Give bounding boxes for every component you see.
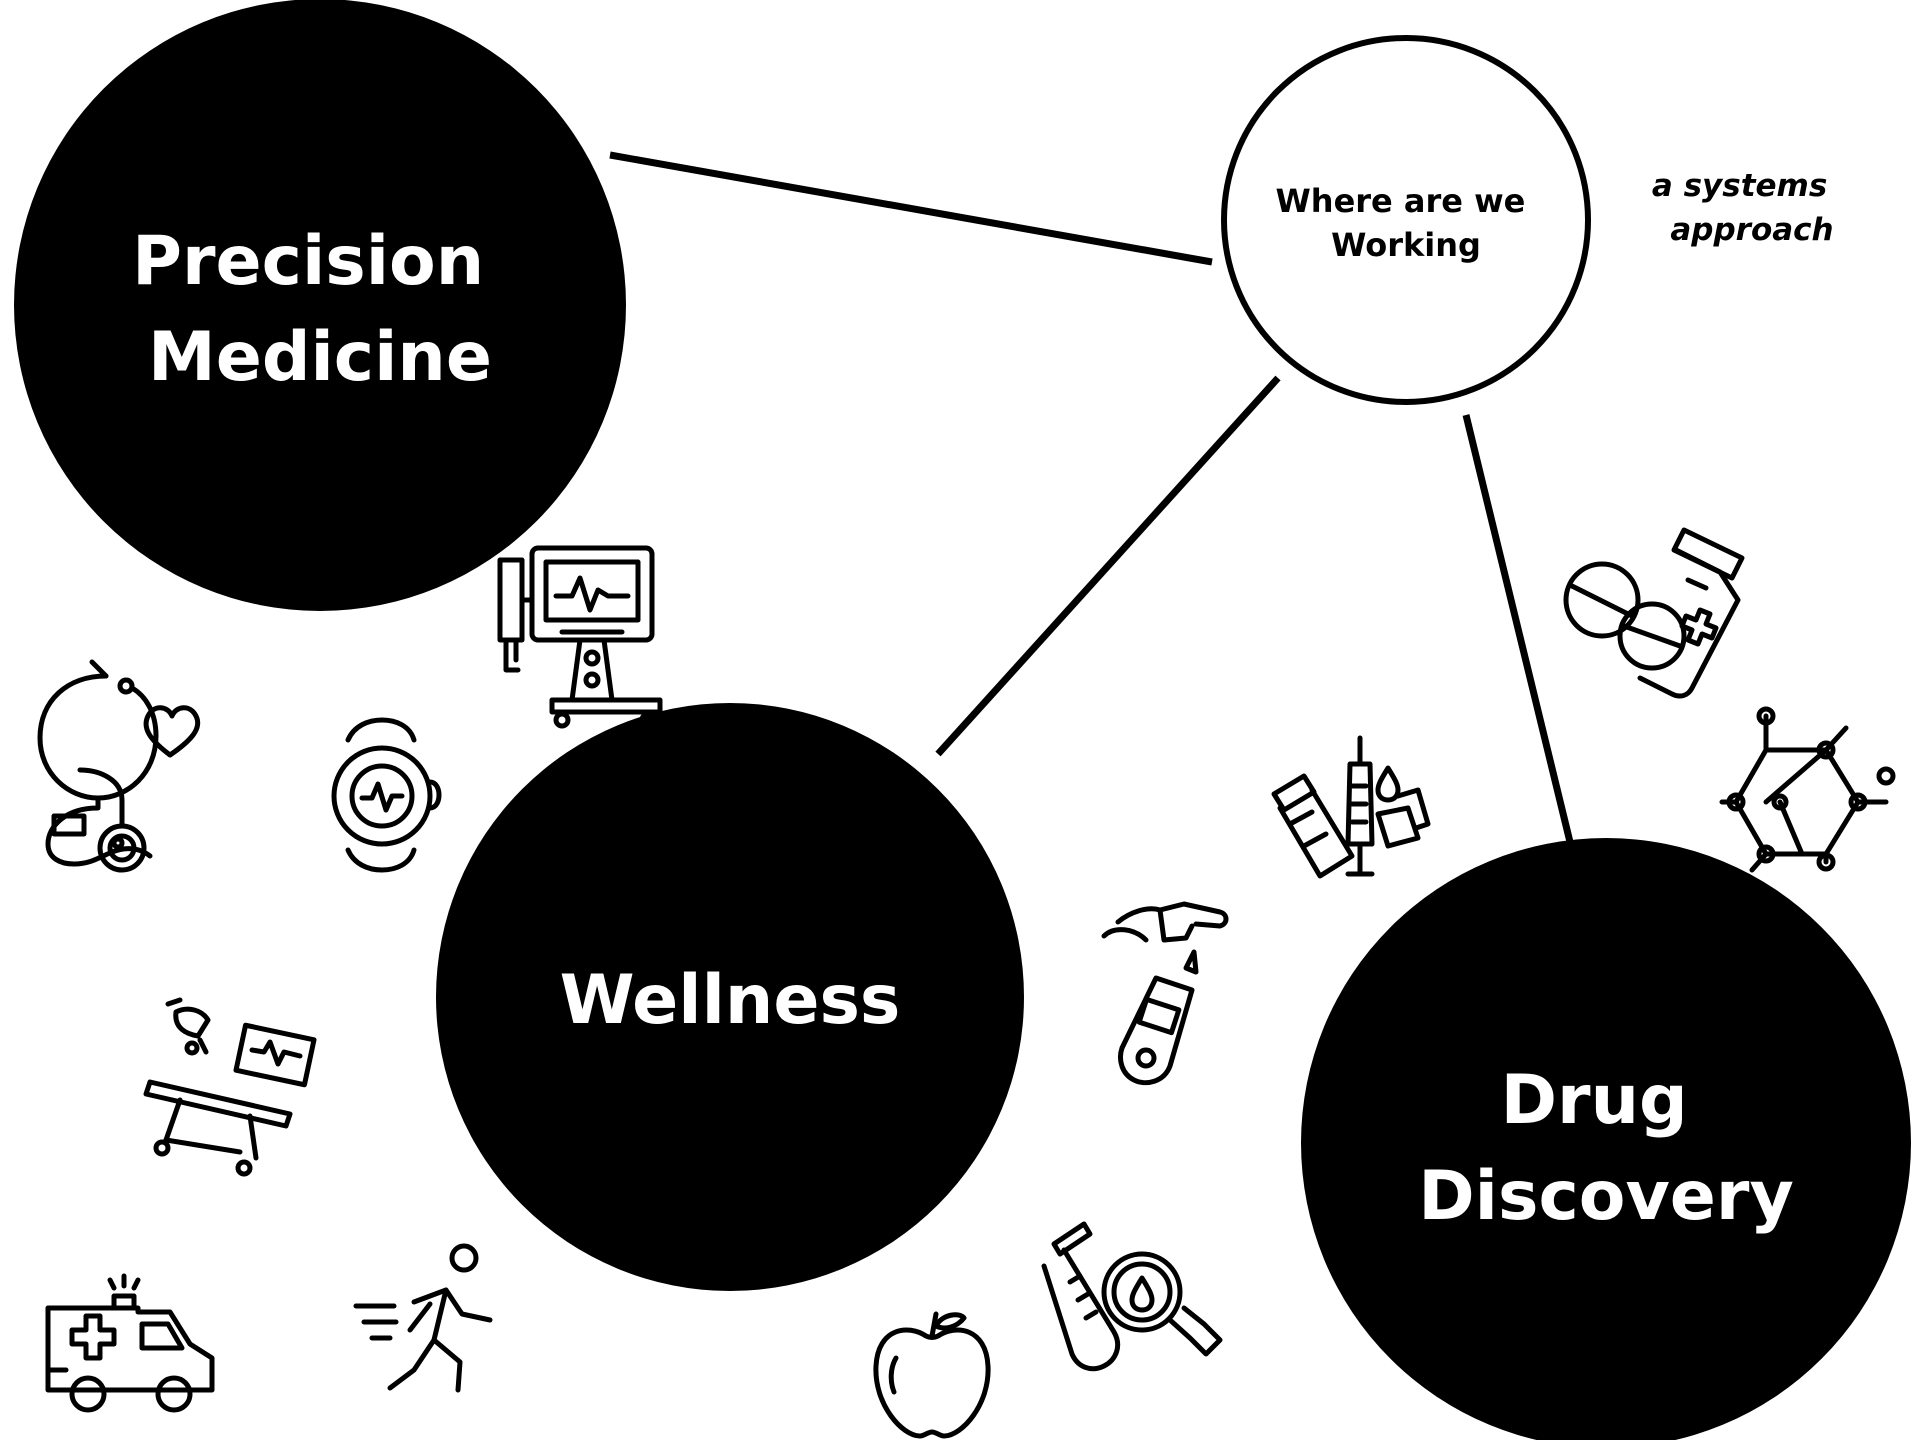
apple-icon [873,1311,991,1439]
stethoscope-icon [37,659,159,867]
molecule-icon [1719,706,1896,873]
precision-medicine-label: Precision Medicine [132,222,508,397]
pills-bottle-icon [1563,527,1745,699]
medicine-syringe-icon [1271,735,1431,879]
stethoscope-tube [77,767,125,829]
precision-medicine-label-line-1: Precision [132,222,484,301]
drug-discovery-label-line-1: Drug [1501,1061,1688,1140]
tagline-line-1: a systems [1652,168,1827,204]
glucometer-icon [1101,901,1229,1086]
runner-icon [353,1243,493,1393]
smartwatch-icon [331,717,442,873]
ambulance-icon [45,1273,215,1413]
hub-label-line-2: Working [1331,226,1481,264]
drug-discovery-node: Drug Discovery [1301,838,1911,1440]
stethoscope-chestpiece [107,833,137,863]
drug-discovery-label: Drug Discovery [1418,1061,1794,1236]
hub-circle [1221,35,1591,405]
hub-label-line-1: Where are we [1275,182,1525,220]
precision-medicine-node: Precision Medicine [14,0,626,611]
precision-medicine-label-line-2: Medicine [148,318,492,397]
tagline-line-2: approach [1670,212,1833,248]
drug-discovery-circle [1301,838,1911,1440]
wellness-circle [436,703,1024,1291]
hub-label: Where are we Working [1275,182,1536,264]
connector-hub-precision-medicine [609,151,1213,266]
drug-discovery-label-line-2: Discovery [1418,1157,1794,1236]
wellness-label: Wellness [560,961,901,1040]
connector-hub-drug-discovery [1462,414,1574,843]
hospital-bed-monitor-icon [143,997,317,1177]
heart-icon [143,705,201,758]
hub-node: Where are we Working [1221,35,1591,405]
wellness-node: Wellness [436,703,1024,1291]
ventilator-icon [497,545,663,729]
connectors [609,151,1574,843]
tagline: a systems approach [1652,168,1838,248]
test-tube-magnifier-icon [1041,1221,1223,1372]
connector-hub-wellness [935,375,1281,757]
precision-medicine-circle [14,0,626,611]
